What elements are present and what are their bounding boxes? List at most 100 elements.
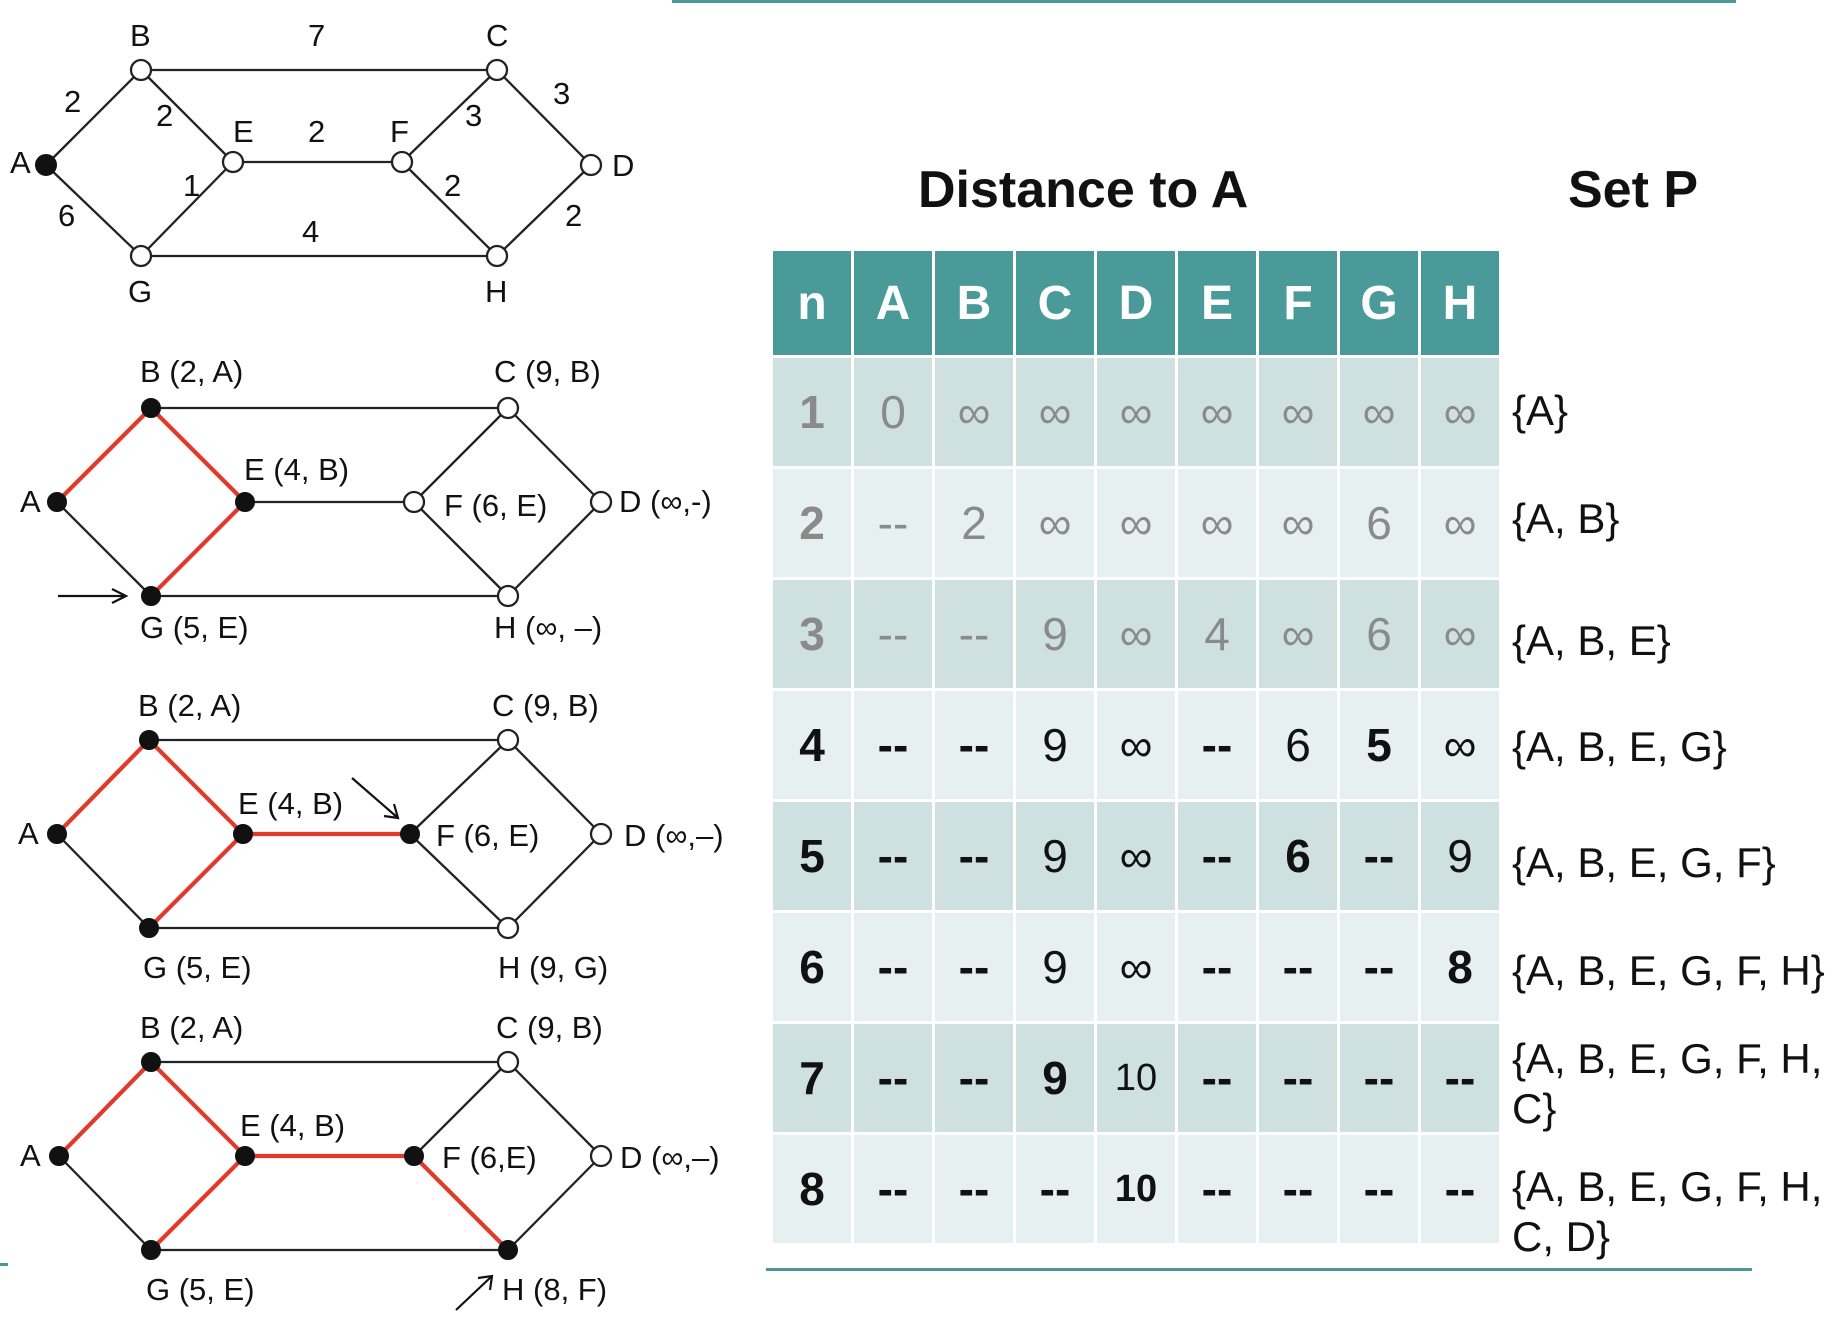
node-g xyxy=(141,1240,161,1260)
node-d xyxy=(589,822,613,846)
node-label-a: A xyxy=(20,484,41,519)
table-cell: 9 xyxy=(1016,691,1094,799)
table-cell: -- xyxy=(935,580,1013,688)
table-cell: ∞ xyxy=(1097,580,1175,688)
node-a xyxy=(47,492,67,512)
node-b xyxy=(139,730,159,750)
edge-dh xyxy=(507,833,602,929)
edge-fc xyxy=(413,407,509,503)
edge-fc xyxy=(409,739,509,835)
path-eg xyxy=(147,832,245,930)
graph-step-2: A B (2, A) C (9, B) D (∞,-) E (4, B) F (… xyxy=(20,354,712,645)
node-f xyxy=(402,490,426,514)
node-label-b: B (2, A) xyxy=(138,688,241,723)
table-cell: -- xyxy=(1340,1024,1418,1132)
node-label-a: A xyxy=(18,816,39,851)
table-cell: 4 xyxy=(773,691,851,799)
table-cell: -- xyxy=(854,802,932,910)
path-fh xyxy=(412,1154,510,1252)
weight-be: 2 xyxy=(156,98,173,133)
node-e xyxy=(235,492,255,512)
node-label-f: F (6,E) xyxy=(442,1140,537,1175)
table-cell: -- xyxy=(854,691,932,799)
table-cell: 5 xyxy=(1340,691,1418,799)
node-h xyxy=(485,244,509,268)
graph-step-3: A B (2, A) C (9, B) D (∞,–) E (4, B) F (… xyxy=(18,688,724,985)
table-cell: -- xyxy=(854,469,932,577)
column-header-n: n xyxy=(773,251,851,355)
edge-ag xyxy=(58,1155,152,1251)
node-label-h: H (8, F) xyxy=(502,1272,607,1307)
edge-ag xyxy=(56,501,152,597)
table-cell: ∞ xyxy=(1178,358,1256,466)
table-cell: -- xyxy=(1178,1135,1256,1243)
distance-heading: Distance to A xyxy=(918,161,1249,219)
arrow-g xyxy=(58,588,129,604)
edge-fh xyxy=(409,833,509,929)
table-cell: ∞ xyxy=(1421,691,1499,799)
node-label-g: G (5, E) xyxy=(140,610,249,645)
node-b xyxy=(141,398,161,418)
table-cell: ∞ xyxy=(1259,358,1337,466)
set-p-row-6: {A, B, E, G, F, H} xyxy=(1512,947,1825,994)
table-cell: -- xyxy=(1178,913,1256,1021)
table-row: 5 -- -- 9 ∞ -- 6 -- 9 xyxy=(773,802,1499,910)
node-label-f: F xyxy=(390,114,409,149)
table-cell: -- xyxy=(854,1135,932,1243)
column-header-b: B xyxy=(935,251,1013,355)
node-label-d: D (∞,–) xyxy=(624,818,724,853)
node-a xyxy=(35,154,57,176)
table-cell: ∞ xyxy=(935,358,1013,466)
table-cell: 7 xyxy=(773,1024,851,1132)
weight-ef: 2 xyxy=(308,114,325,149)
table-cell: 2 xyxy=(773,469,851,577)
table-cell: ∞ xyxy=(1097,358,1175,466)
table-cell: ∞ xyxy=(1097,469,1175,577)
table-cell: 6 xyxy=(1259,802,1337,910)
node-e xyxy=(221,150,245,174)
table-cell: ∞ xyxy=(1421,469,1499,577)
table-cell: 10 xyxy=(1097,1024,1175,1132)
table-cell: -- xyxy=(935,802,1013,910)
node-label-b: B (2, A) xyxy=(140,354,243,389)
path-ab xyxy=(55,738,151,836)
node-e xyxy=(233,824,253,844)
table-cell: -- xyxy=(935,913,1013,1021)
edge-fc xyxy=(413,1061,509,1157)
table-cell: ∞ xyxy=(1016,358,1094,466)
left-rule-tick xyxy=(0,1263,8,1266)
path-be xyxy=(149,406,247,504)
table-cell: 10 xyxy=(1097,1135,1175,1243)
table-cell: 6 xyxy=(1340,469,1418,577)
node-label-g: G (5, E) xyxy=(146,1272,255,1307)
table-cell: -- xyxy=(1421,1024,1499,1132)
table-cell: 3 xyxy=(773,580,851,688)
node-c xyxy=(485,58,509,82)
node-label-g: G (5, E) xyxy=(143,950,252,985)
table-cell: 9 xyxy=(1016,913,1094,1021)
edge-fh xyxy=(413,501,509,597)
weight-cd: 3 xyxy=(553,76,570,111)
path-be xyxy=(149,1060,247,1158)
edge-dh xyxy=(507,501,602,597)
table-cell: 6 xyxy=(773,913,851,1021)
node-b xyxy=(141,1052,161,1072)
weight-fh: 2 xyxy=(444,168,461,203)
set-p-row-5: {A, B, E, G, F} xyxy=(1512,839,1776,886)
path-eg xyxy=(149,1154,247,1252)
table-cell: -- xyxy=(1340,802,1418,910)
table-row: 7 -- -- 9 10 -- -- -- -- xyxy=(773,1024,1499,1132)
node-label-d: D xyxy=(612,148,634,183)
set-p-row-7: {A, B, E, G, F, H, C} xyxy=(1512,1035,1823,1132)
node-label-e: E (4, B) xyxy=(238,786,343,821)
node-g xyxy=(141,586,161,606)
table-cell: 8 xyxy=(1421,913,1499,1021)
node-h xyxy=(496,916,520,940)
node-a xyxy=(49,1146,69,1166)
column-header-d: D xyxy=(1097,251,1175,355)
edge-eg xyxy=(140,161,234,257)
arrow-f xyxy=(351,777,400,820)
table-cell: -- xyxy=(1421,1135,1499,1243)
table-cell: -- xyxy=(854,913,932,1021)
graph-illustrations: A B C D E F G H 2 6 7 2 1 2 3 3 2 2 4 xyxy=(10,18,724,1311)
